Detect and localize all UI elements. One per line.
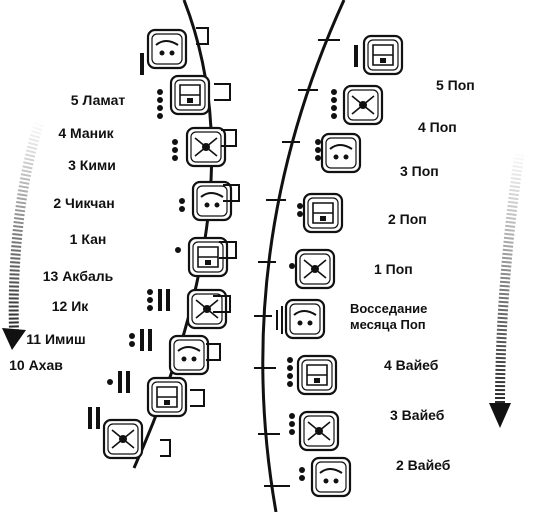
haab-month-row: 2 Поп (266, 192, 427, 234)
tzolkin-day-label: 2 Чикчан (53, 195, 114, 211)
haab-month-label: 3 Вайеб (390, 407, 445, 423)
tzolkin-day-row: 1 Кан (70, 231, 237, 278)
month-glyph-icon (362, 34, 404, 76)
haab-month-label: 5 Поп (436, 77, 475, 93)
month-glyph-icon (342, 84, 384, 126)
maya-numeral (354, 45, 358, 67)
month-glyph-icon (284, 298, 326, 340)
tzolkin-day-label: 12 Ик (52, 298, 90, 314)
tzolkin-day-row: 3 Кими (68, 126, 237, 173)
tzolkin-day-label: 13 Акбаль (43, 268, 114, 284)
month-glyph-icon (310, 456, 352, 498)
wheel-tooth (196, 27, 209, 45)
maya-numeral (297, 203, 303, 217)
maya-numeral (299, 467, 305, 481)
haab-month-row: 2 Вайеб (264, 456, 451, 498)
left-rotation-arrow-icon (2, 118, 45, 350)
month-glyph-icon (294, 248, 336, 290)
wheel-tooth (160, 439, 171, 457)
day-glyph-icon (146, 376, 188, 418)
tzolkin-day-row: 2 Чикчан (53, 180, 240, 222)
haab-month-label: 3 Поп (400, 163, 439, 179)
tzolkin-day-label: 11 Имиш (26, 331, 85, 347)
haab-month-row: 5 Поп (318, 34, 475, 93)
seating-sign-icon (276, 306, 283, 334)
haab-month-label: 1 Поп (374, 261, 413, 277)
tzolkin-day-row: 12 Ик (52, 298, 221, 376)
maya-numeral (172, 139, 178, 161)
tzolkin-day-row: 5 Ламат (71, 27, 209, 108)
haab-month-label: 2 Поп (388, 211, 427, 227)
maya-numeral (129, 329, 152, 351)
haab-month-label: 4 Поп (418, 119, 457, 135)
wheel-tooth (206, 343, 221, 361)
tzolkin-day-row: 4 Маник (58, 74, 231, 141)
haab-month-label-line2: месяца Поп (350, 317, 426, 332)
haab-month-row: 3 Вайеб (258, 407, 445, 452)
maya-numeral (289, 413, 295, 435)
haab-month-label: 4 Вайеб (384, 357, 439, 373)
haab-month-label: Восседание (350, 301, 427, 316)
wheel-tooth (214, 83, 231, 101)
haab-month-row: 4 Поп (298, 84, 457, 135)
maya-numeral (140, 53, 144, 75)
day-glyph-icon (102, 418, 144, 460)
haab-month-row: 1 Поп (258, 248, 413, 290)
right-rotation-arrow-icon (489, 149, 525, 428)
tzolkin-day-label: 1 Кан (70, 231, 107, 247)
haab-month-label: 2 Вайеб (396, 457, 451, 473)
maya-numeral (287, 357, 293, 387)
haab-month-row: 3 Поп (282, 132, 439, 179)
maya-numeral (147, 289, 170, 311)
maya-numeral (289, 263, 295, 269)
month-glyph-icon (296, 354, 338, 396)
tzolkin-day-label: 5 Ламат (71, 92, 126, 108)
day-glyph-icon (186, 288, 228, 330)
maya-numeral (107, 371, 130, 393)
day-glyph-icon (169, 74, 211, 116)
day-glyph-icon (185, 126, 227, 168)
wheel-tooth (190, 389, 205, 407)
tzolkin-day-row: 11 Имиш (26, 331, 205, 418)
tzolkin-day-row: 13 Акбаль (43, 268, 231, 330)
tzolkin-day-label: 4 Маник (58, 125, 114, 141)
wheel-tooth (223, 184, 240, 202)
tzolkin-day-label: 10 Ахав (9, 357, 63, 373)
haab-wheel-rim (261, 0, 346, 512)
wheel-tooth (221, 129, 237, 147)
maya-numeral (179, 198, 185, 212)
maya-numeral (175, 247, 181, 253)
month-glyph-icon (302, 192, 344, 234)
maya-numeral (88, 407, 100, 429)
maya-numeral (157, 89, 163, 119)
tzolkin-day-row: 10 Ахав (9, 357, 171, 460)
day-glyph-icon (168, 334, 210, 376)
maya-numeral (315, 139, 321, 161)
month-glyph-icon (298, 410, 340, 452)
tzolkin-day-label: 3 Кими (68, 157, 116, 173)
haab-month-row: 4 Вайеб (254, 354, 439, 396)
month-glyph-icon (320, 132, 362, 174)
wheel-tooth (213, 295, 231, 313)
maya-numeral (331, 89, 337, 119)
day-glyph-icon (146, 28, 188, 70)
wheel-tooth (219, 241, 237, 259)
